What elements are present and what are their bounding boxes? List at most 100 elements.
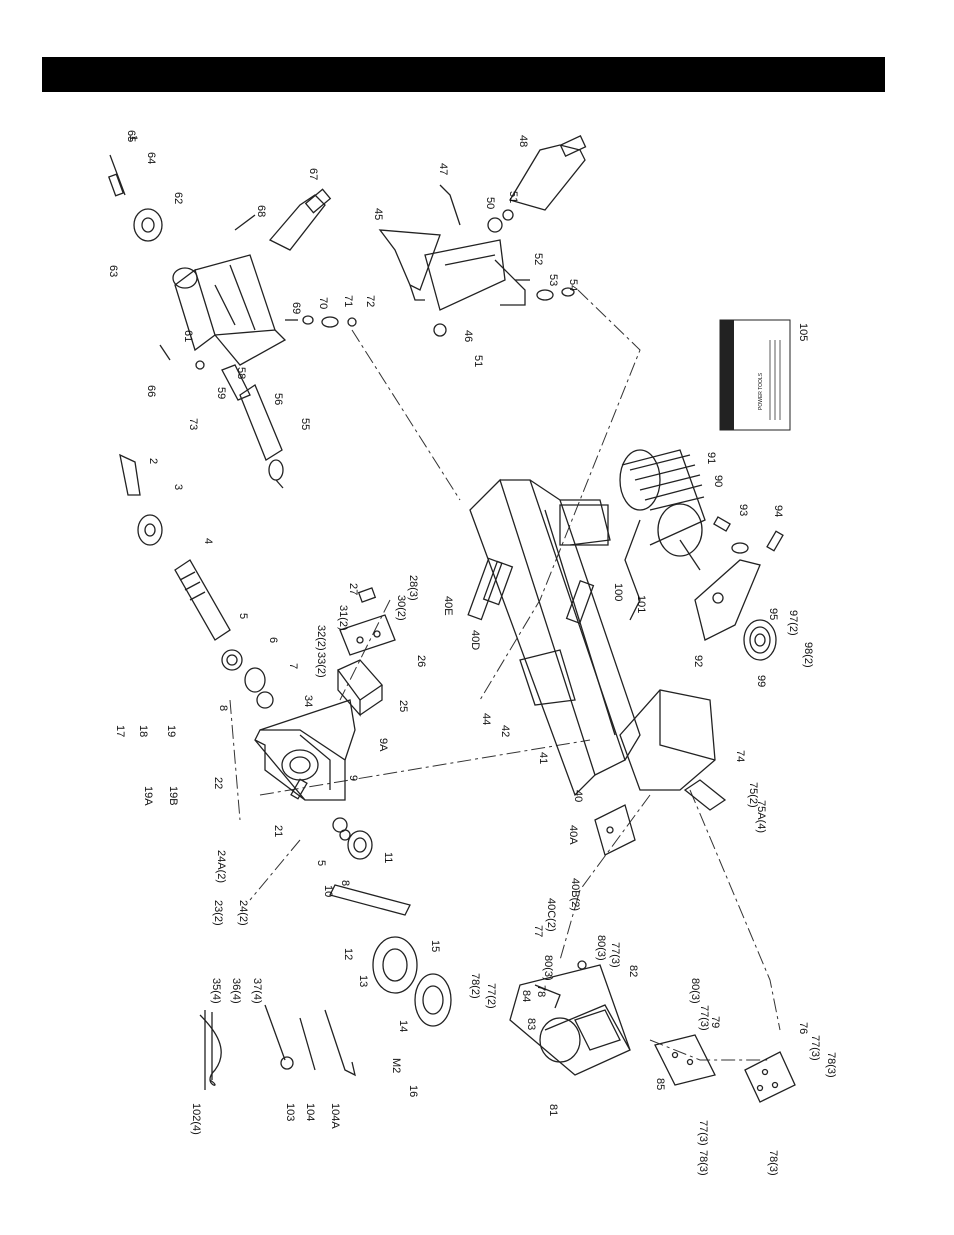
part-label: 61 xyxy=(182,330,194,342)
part-label: 34 xyxy=(302,695,314,707)
part-label: 94 xyxy=(772,505,784,517)
part-label: 4 xyxy=(202,538,214,544)
part-label: 92 xyxy=(692,655,704,667)
part-label: 102(4) xyxy=(190,1103,202,1135)
part-label: 5 xyxy=(237,613,249,619)
part-label: 18 xyxy=(137,725,149,737)
part-label: 74 xyxy=(734,750,746,762)
part-label: 77(3) xyxy=(809,1035,821,1061)
part-label: 30(2) xyxy=(395,595,407,621)
part-label: 77(3) xyxy=(697,1120,709,1146)
part-label: 81 xyxy=(547,1104,559,1116)
tool-rest-handle xyxy=(439,135,587,301)
part-label: 46 xyxy=(462,330,474,342)
assembly-lines xyxy=(229,289,781,1061)
part-label: 75(2) xyxy=(747,782,759,808)
part-label: 5 xyxy=(315,860,327,866)
part-label: 64 xyxy=(145,152,157,164)
part-label: 90 xyxy=(712,475,724,487)
part-label: 7 xyxy=(287,663,299,669)
part-label: 77(2) xyxy=(485,983,497,1009)
part-label: 50 xyxy=(484,197,496,209)
part-label: 19A xyxy=(142,786,154,806)
part-label: 27 xyxy=(347,583,359,595)
part-label: 68 xyxy=(255,205,267,217)
spindle xyxy=(119,453,274,709)
motor-plate-and-pulley xyxy=(694,516,784,661)
tool-rest xyxy=(378,229,526,337)
part-label: 31(2) xyxy=(337,605,349,631)
part-label: 6 xyxy=(267,637,279,643)
part-label: 67 xyxy=(307,168,319,180)
part-label: 75A(4) xyxy=(755,800,767,833)
part-label: 40D xyxy=(469,630,481,650)
part-label: 62 xyxy=(172,192,184,204)
part-label: 65 xyxy=(125,130,137,142)
part-label: 33(2) xyxy=(315,652,327,678)
part-label: 80(3) xyxy=(689,978,701,1004)
part-label: 77 xyxy=(532,925,544,937)
part-label: 19B xyxy=(167,786,179,806)
part-label: 48 xyxy=(517,135,529,147)
part-label: 42 xyxy=(499,725,511,737)
part-label: 13 xyxy=(357,975,369,987)
part-label: 47 xyxy=(437,163,449,175)
part-label: 19 xyxy=(165,725,177,737)
part-label: 40 xyxy=(572,790,584,802)
part-label: 14 xyxy=(397,1020,409,1032)
part-label: 66 xyxy=(145,385,157,397)
part-label: 100 xyxy=(612,583,624,601)
part-label: 98(2) xyxy=(802,642,814,668)
part-label: 55 xyxy=(299,418,311,430)
part-label: 23(2) xyxy=(212,900,224,926)
part-label: 53 xyxy=(547,274,559,286)
switch-box xyxy=(337,587,396,717)
manual-subtitle: POWER TOOLS xyxy=(758,372,764,410)
part-label: 36(4) xyxy=(230,978,242,1004)
part-label: 77(3) xyxy=(609,942,621,968)
part-label: 84 xyxy=(520,990,532,1002)
part-label: 91 xyxy=(705,452,717,464)
part-label: 97(2) xyxy=(787,610,799,636)
part-label: 9A xyxy=(377,738,389,752)
part-label: 72 xyxy=(364,295,376,307)
part-label: 73 xyxy=(187,418,199,430)
lathe-bed xyxy=(467,478,716,797)
part-label: 21 xyxy=(272,825,284,837)
part-label: 82 xyxy=(627,965,639,977)
part-label: 105 xyxy=(797,323,809,341)
part-label: 51 xyxy=(472,355,484,367)
part-label: 70 xyxy=(317,297,329,309)
part-label: 78(3) xyxy=(697,1150,709,1176)
part-label: 12 xyxy=(342,948,354,960)
part-label: 22 xyxy=(212,777,224,789)
part-label: 28(3) xyxy=(407,575,419,601)
part-label: 44 xyxy=(480,713,492,725)
part-label: 101 xyxy=(635,595,647,613)
part-label: 78(3) xyxy=(767,1150,779,1176)
part-label: 11 xyxy=(382,852,394,863)
part-label: 52 xyxy=(532,253,544,265)
part-label: 51 xyxy=(507,191,519,203)
part-label: M2 xyxy=(390,1058,402,1073)
part-label: 8 xyxy=(339,880,351,886)
part-label: 63 xyxy=(107,265,119,277)
manual-booklet: RIKON POWER TOOLS xyxy=(719,319,791,431)
tailstock-quill xyxy=(159,188,357,489)
brackets xyxy=(594,779,796,1103)
part-label: 40E xyxy=(442,596,454,616)
part-label: 26 xyxy=(415,655,427,667)
part-label: 1 xyxy=(127,135,139,141)
part-label: 93 xyxy=(737,504,749,516)
part-label: 17 xyxy=(114,725,126,737)
part-label: 35(4) xyxy=(210,978,222,1004)
accessories xyxy=(199,1004,356,1090)
part-label: 78(2) xyxy=(469,973,481,999)
part-label: 15 xyxy=(429,940,441,952)
part-label: 56 xyxy=(272,393,284,405)
part-label: 79 xyxy=(709,1016,721,1028)
headstock xyxy=(254,699,356,801)
part-label: 9 xyxy=(347,775,359,781)
part-label: 80(3) xyxy=(595,935,607,961)
part-label: 104 xyxy=(304,1103,316,1121)
